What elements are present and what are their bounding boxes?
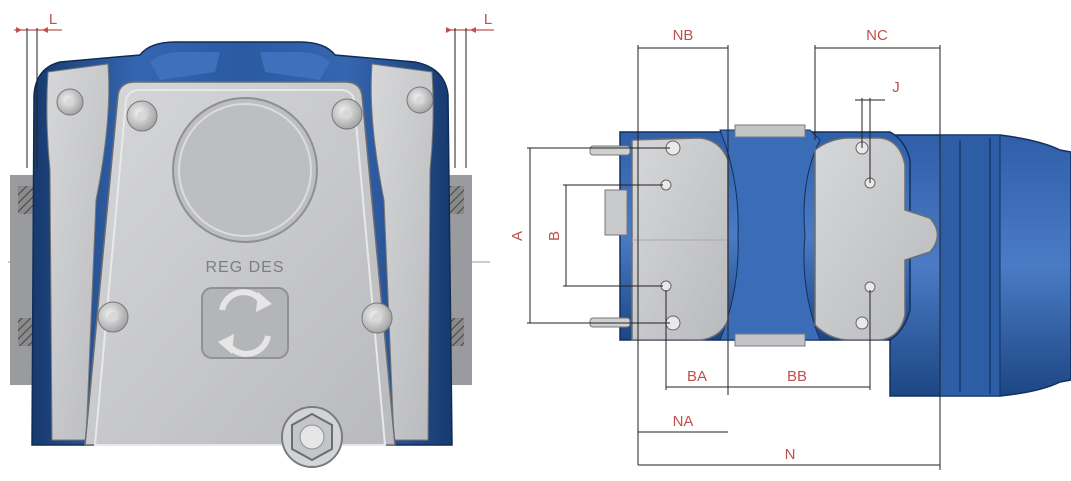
inspection-cap bbox=[172, 97, 318, 243]
inspection-cap-inner bbox=[178, 103, 312, 237]
label-n: N bbox=[785, 446, 796, 463]
worm-drum bbox=[719, 129, 821, 341]
small-flange bbox=[604, 189, 628, 236]
right-flange-plate bbox=[814, 137, 939, 341]
cover-embossed-text: REG DES bbox=[205, 259, 284, 276]
mount-hole bbox=[855, 316, 869, 330]
label-ba: BA bbox=[687, 368, 707, 385]
label-na: NA bbox=[673, 413, 694, 430]
cover-bolts bbox=[56, 86, 434, 334]
left-flange-plate bbox=[631, 137, 729, 341]
label-bb: BB bbox=[787, 368, 807, 385]
label-l-right: L bbox=[484, 11, 492, 28]
left-ear bbox=[46, 63, 110, 441]
cover-inner-outline bbox=[93, 89, 387, 446]
label-a: A bbox=[509, 231, 526, 241]
side-view: NB NC J A B BA BB NA N bbox=[509, 27, 1071, 470]
rotate-arrows-icon bbox=[201, 287, 289, 359]
label-nc: NC bbox=[866, 27, 888, 44]
stud-top bbox=[589, 145, 631, 156]
top-boss-right bbox=[260, 52, 330, 80]
label-nb: NB bbox=[673, 27, 694, 44]
drain-plug bbox=[281, 406, 343, 468]
dimension-lines bbox=[527, 45, 941, 470]
label-j: J bbox=[892, 79, 900, 96]
front-view: REG DES L bbox=[8, 11, 494, 468]
dimension-l-left: L bbox=[14, 11, 62, 168]
right-ear bbox=[370, 63, 434, 441]
label-l-left: L bbox=[49, 11, 57, 28]
dimension-l-right: L bbox=[446, 11, 494, 168]
label-b: B bbox=[546, 231, 563, 241]
top-boss-left bbox=[150, 52, 220, 80]
